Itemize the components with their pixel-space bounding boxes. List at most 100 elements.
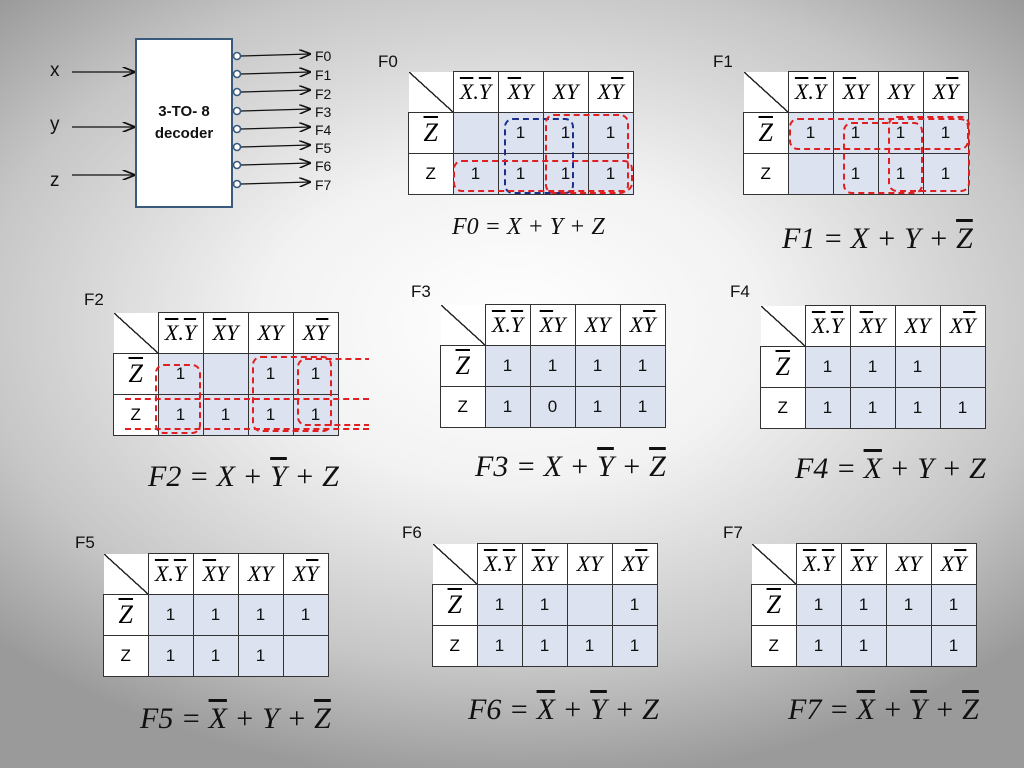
eq-term: Y — [917, 452, 934, 485]
eq-term: X — [850, 222, 869, 255]
kmap-f0-group-xy — [504, 118, 574, 194]
eq-name: F6 — [468, 693, 502, 726]
kmap-cell: 1 — [484, 345, 531, 387]
kmap-cell: 1 — [476, 584, 523, 626]
output-bubble — [232, 51, 242, 61]
kmap-col-header: X.Y — [795, 543, 842, 585]
eq-name: F0 — [452, 214, 479, 240]
kmap-cell: 1 — [566, 625, 613, 667]
output-f3-label: F3 — [315, 104, 332, 120]
kmap-cell: 1 — [237, 594, 284, 636]
output-wire — [240, 72, 310, 74]
eq-term: X — [208, 702, 227, 735]
kmap-f7-label: F7 — [723, 523, 743, 542]
equation-f3: F3 = X + Y + Z — [475, 450, 666, 483]
kmap-col-header: X.Y — [476, 543, 523, 585]
output-f5-label: F5 — [315, 140, 332, 156]
kmap-row-header-z: Z — [103, 635, 149, 677]
kmap-col-header: XY — [566, 543, 613, 585]
output-bubble — [232, 69, 242, 79]
kmap-col-header: XY — [930, 543, 977, 585]
kmap-cell: 1 — [484, 386, 531, 428]
output-f7-label: F7 — [315, 177, 332, 193]
eq-term: X — [543, 450, 562, 483]
kmap-cell: 1 — [849, 387, 896, 429]
kmap-f4-label: F4 — [730, 282, 750, 301]
kmap-cell — [566, 584, 613, 626]
kmap-col-header: XY — [885, 543, 932, 585]
kmap-cell: 1 — [619, 386, 666, 428]
kmap-row-header-zbar: Z — [408, 112, 454, 154]
kmap-f1-group-x — [888, 116, 970, 192]
kmap-corner — [440, 304, 486, 346]
kmap-col-header: XY — [611, 543, 658, 585]
equation-f5: F5 = X + Y + Z — [140, 702, 331, 735]
kmap-col-header: XY — [587, 71, 634, 113]
kmap-col-header: XY — [529, 304, 576, 346]
input-z-label: z — [50, 170, 60, 191]
eq-name: F7 — [788, 693, 822, 726]
kmap-cell: 1 — [574, 345, 621, 387]
kmap-cell — [282, 635, 329, 677]
kmap-cell: 1 — [894, 387, 941, 429]
decoder-title: 3-TO- 8 — [158, 103, 210, 120]
kmap-row-header-zbar: Z — [103, 594, 149, 636]
kmap-col-header: XY — [542, 71, 589, 113]
kmap-cell — [885, 625, 932, 667]
kmap-f2-label: F2 — [84, 290, 104, 309]
output-bubble — [232, 124, 242, 134]
output-f6-label: F6 — [315, 158, 332, 174]
kmap-col-header: XY — [497, 71, 544, 113]
kmap-f3-label: F3 — [411, 282, 431, 301]
output-bubble — [232, 179, 242, 189]
kmap-row-header-z: Z — [760, 387, 806, 429]
kmap-col-header: X.Y — [147, 553, 194, 595]
kmap-col-header: XY — [939, 305, 986, 347]
kmap-col-header: XY — [574, 304, 621, 346]
eq-term: Y — [597, 450, 614, 483]
kmap-corner — [103, 553, 149, 595]
kmap-f2-group-ybar-right — [297, 358, 369, 426]
kmap-cell: 1 — [521, 625, 568, 667]
kmap-f2-group-x — [252, 356, 332, 432]
kmap-row-header-zbar: Z — [743, 112, 789, 154]
kmap-cell: 1 — [922, 153, 969, 195]
kmap-row-header-z: Z — [432, 625, 478, 667]
kmap-col-header: XY — [292, 312, 339, 354]
eq-name: F5 — [140, 702, 174, 735]
kmap-cell: 1 — [237, 635, 284, 677]
decoder-subtitle: decoder — [154, 125, 214, 142]
eq-term: Z — [969, 452, 986, 485]
kmap-col-header: XY — [832, 71, 879, 113]
output-f4-label: F4 — [315, 122, 332, 138]
kmap-col-header: XY — [202, 312, 249, 354]
kmap-corner — [760, 305, 806, 347]
kmap-f1-label: F1 — [713, 52, 733, 71]
equation-f6: F6 = X + Y + Z — [468, 693, 659, 726]
kmap-cell: 1 — [795, 625, 842, 667]
kmap-row-header-zbar: Z — [113, 353, 159, 395]
kmap-cell: 1 — [930, 625, 977, 667]
output-wire — [240, 145, 310, 147]
kmap-f0-group-x — [545, 114, 629, 194]
eq-term: X — [856, 693, 875, 726]
output-wire — [240, 182, 310, 184]
kmap-f5-label: F5 — [75, 533, 95, 552]
kmap-cell: 1 — [521, 584, 568, 626]
kmap-col-header: XY — [849, 305, 896, 347]
output-bubble — [232, 142, 242, 152]
kmap-cell: 1 — [574, 386, 621, 428]
kmap-cell: 1 — [619, 345, 666, 387]
kmap-cell: 1 — [930, 584, 977, 626]
equation-f4: F4 = X + Y + Z — [795, 452, 986, 485]
kmap-col-header: X.Y — [484, 304, 531, 346]
kmap-col-header: X.Y — [157, 312, 204, 354]
kmap-corner — [408, 71, 454, 113]
kmap-cell — [202, 353, 249, 395]
kmap-cell: 1 — [832, 153, 879, 195]
kmap-cell: 1 — [282, 594, 329, 636]
